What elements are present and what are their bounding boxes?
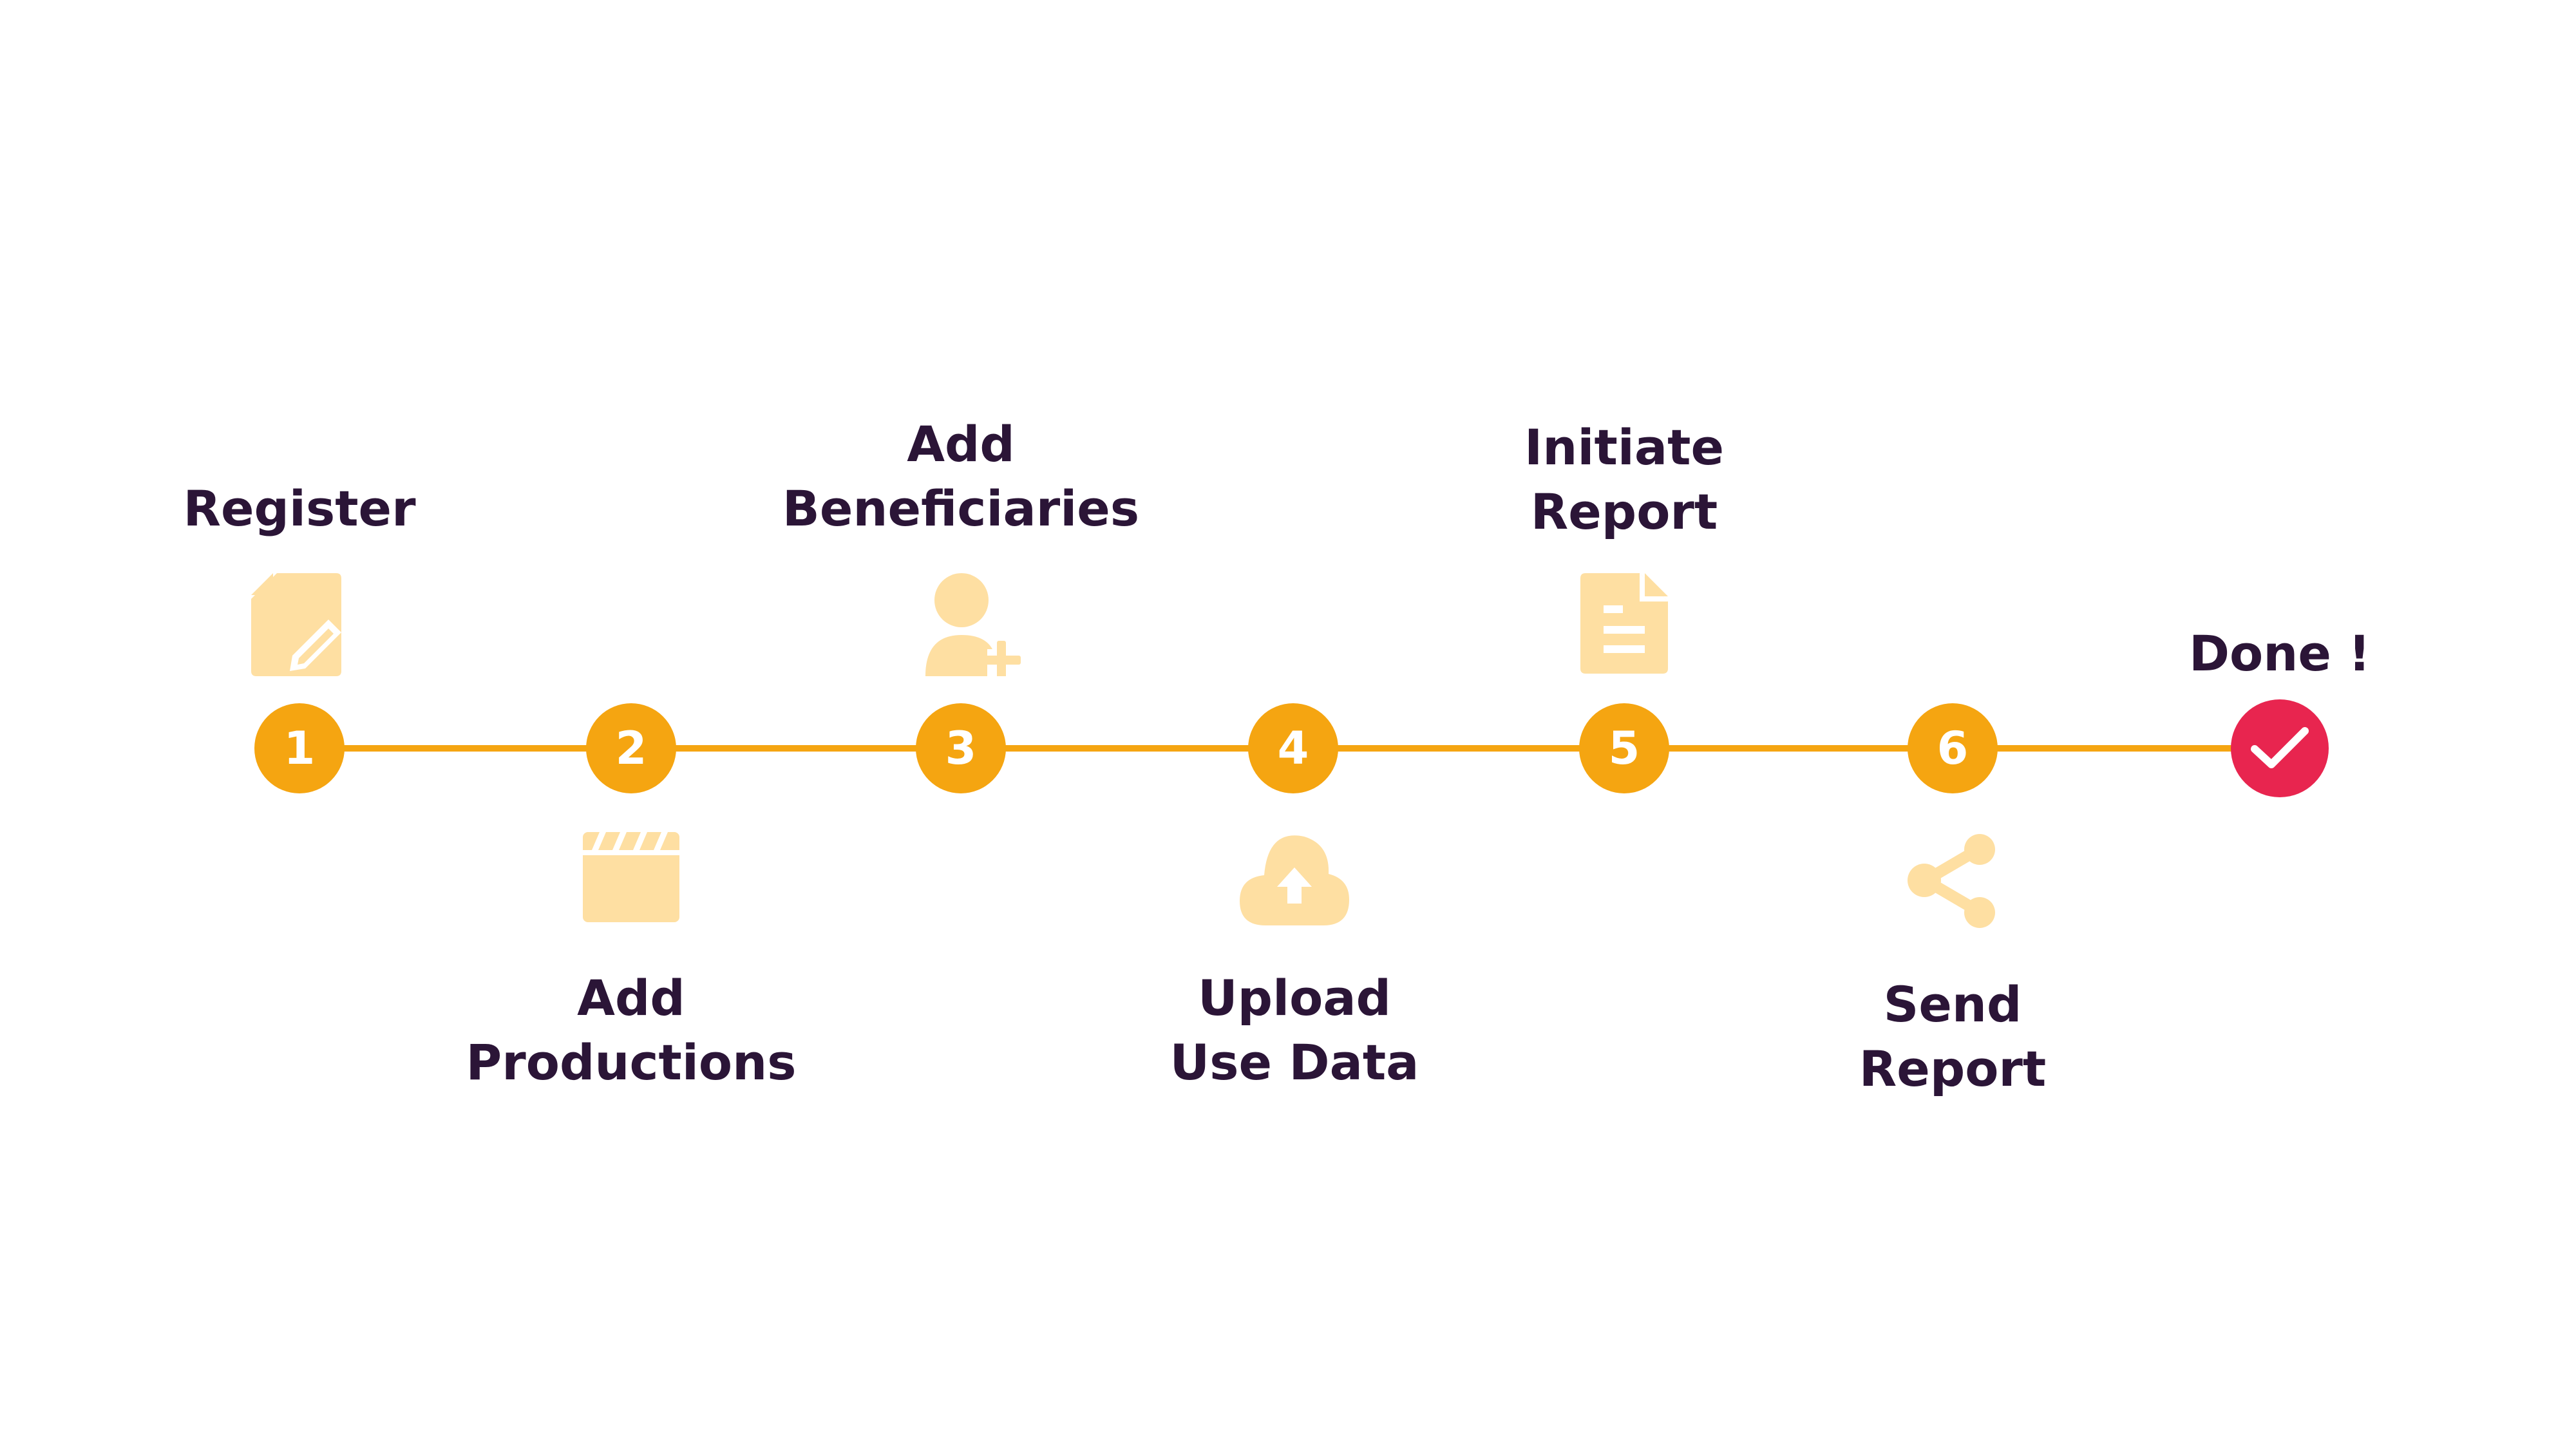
step-3-label: Add Beneficiaries bbox=[782, 412, 1139, 541]
step-6-circle: 6 bbox=[1908, 703, 1998, 793]
step-2-label-line2: Productions bbox=[466, 1034, 797, 1091]
done-label: Done ! bbox=[2189, 621, 2371, 686]
step-4-label-line1: Upload bbox=[1197, 969, 1392, 1027]
edit-document-icon bbox=[251, 573, 341, 676]
clapperboard-icon bbox=[583, 832, 679, 922]
step-4-label-line2: Use Data bbox=[1170, 1034, 1419, 1091]
add-user-icon bbox=[925, 573, 1021, 676]
step-1-label: Register bbox=[183, 477, 415, 541]
step-5-label-line1: Initiate bbox=[1524, 419, 1724, 476]
step-6-label-line2: Report bbox=[1859, 1040, 2047, 1097]
step-1-circle: 1 bbox=[254, 703, 345, 793]
done-circle bbox=[2231, 699, 2329, 797]
step-1-label-line1: Register bbox=[183, 480, 416, 537]
share-icon bbox=[1908, 834, 1995, 928]
document-icon bbox=[1580, 573, 1668, 674]
step-4-circle: 4 bbox=[1248, 703, 1338, 793]
cloud-upload-icon bbox=[1240, 835, 1349, 925]
step-5-label-line2: Report bbox=[1530, 483, 1718, 540]
step-5-circle: 5 bbox=[1579, 703, 1669, 793]
step-2-circle: 2 bbox=[586, 703, 676, 793]
step-5-label: Initiate Report bbox=[1524, 415, 1724, 544]
step-2-label-line1: Add bbox=[577, 969, 685, 1027]
step-4-label: Upload Use Data bbox=[1170, 966, 1419, 1095]
done-label-text: Done ! bbox=[2188, 625, 2371, 682]
step-6-label: Send Report bbox=[1859, 972, 2047, 1101]
step-3-circle: 3 bbox=[916, 703, 1006, 793]
check-icon bbox=[2251, 727, 2309, 768]
step-2-label: Add Productions bbox=[466, 966, 797, 1095]
step-3-label-line2: Beneficiaries bbox=[782, 480, 1140, 537]
step-3-label-line1: Add bbox=[907, 415, 1015, 473]
step-6-label-line1: Send bbox=[1883, 976, 2022, 1033]
